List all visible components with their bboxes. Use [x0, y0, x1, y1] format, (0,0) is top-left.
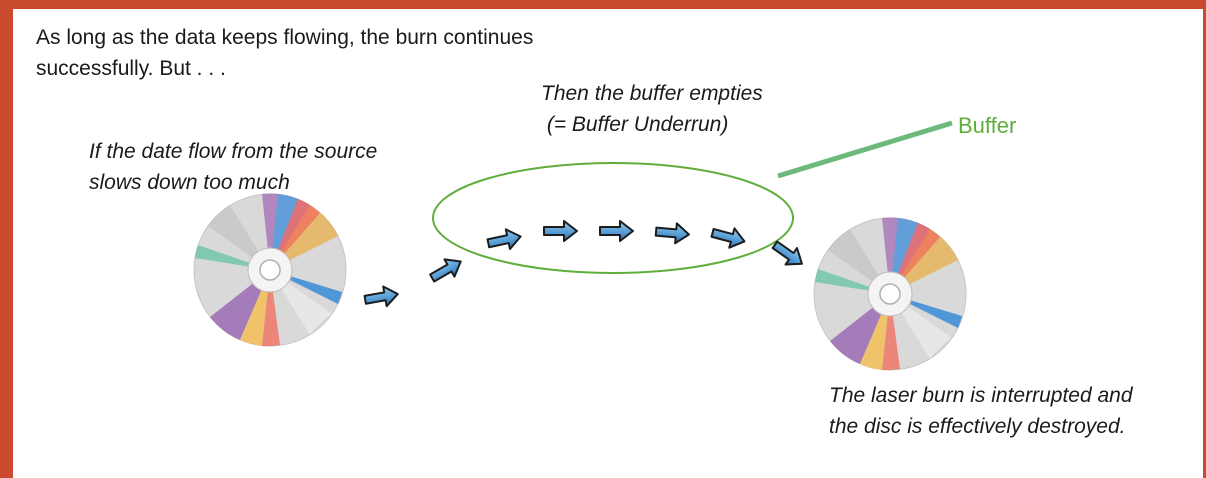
buffer-caption: Then the buffer empties (= Buffer Underr…: [541, 78, 763, 140]
slide-frame-top: [0, 0, 1206, 9]
data-arrow-icon: [485, 225, 524, 255]
result-caption: The laser burn is interrupted and the di…: [829, 380, 1133, 442]
source-caption: If the date flow from the source slows d…: [89, 136, 377, 198]
buffer-pointer-line: [777, 120, 953, 179]
buffer-ellipse: [432, 162, 794, 274]
buffer-caption-line-2: (= Buffer Underrun): [541, 113, 729, 136]
data-arrow-icon: [708, 222, 749, 253]
data-arrow-icon: [426, 251, 467, 288]
source-cd-disc-icon: [193, 192, 347, 347]
intro-line-1: As long as the data keeps flowing, the b…: [36, 26, 534, 49]
buffer-caption-line-1: Then the buffer empties: [541, 82, 763, 105]
intro-line-2: successfully. But . . .: [36, 57, 226, 80]
source-caption-line-2: slows down too much: [89, 171, 290, 194]
result-caption-line-1: The laser burn is interrupted and: [829, 384, 1133, 407]
source-caption-line-1: If the date flow from the source: [89, 140, 378, 163]
slide-frame-right: [1203, 0, 1206, 478]
slide-frame-left: [0, 0, 13, 478]
data-arrow-icon: [599, 220, 634, 242]
data-arrow-icon: [362, 283, 401, 311]
result-caption-line-2: the disc is effectively destroyed.: [829, 415, 1126, 438]
target-cd-disc-icon: [813, 216, 967, 371]
data-arrow-icon: [654, 220, 691, 246]
buffer-label: Buffer: [958, 113, 1017, 138]
intro-text: As long as the data keeps flowing, the b…: [36, 22, 533, 84]
data-arrow-icon: [543, 220, 578, 242]
